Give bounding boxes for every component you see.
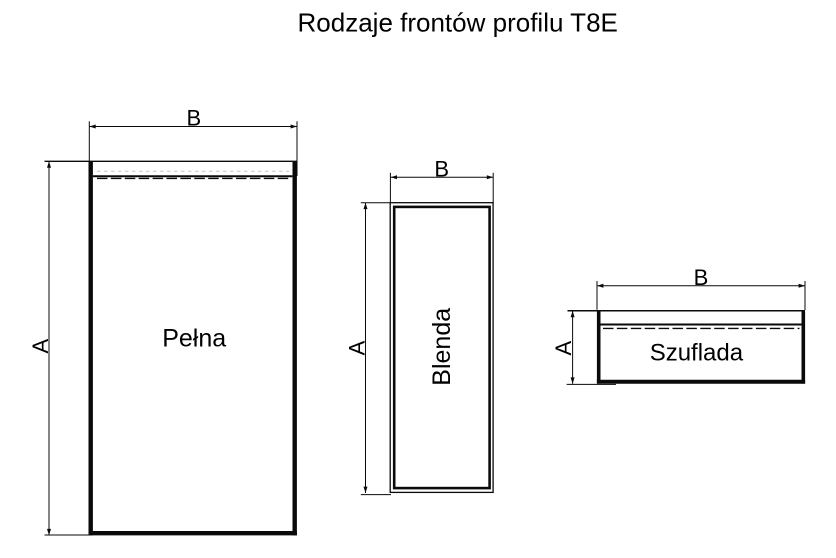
svg-text:A: A [28, 339, 53, 354]
svg-text:Blenda: Blenda [428, 308, 456, 386]
svg-text:A: A [551, 341, 576, 356]
svg-text:B: B [434, 156, 449, 181]
svg-text:B: B [694, 265, 709, 290]
svg-text:Rodzaje frontów profilu T8E: Rodzaje frontów profilu T8E [298, 8, 618, 38]
svg-text:B: B [187, 106, 202, 131]
svg-text:A: A [344, 340, 369, 355]
svg-text:Pełna: Pełna [162, 324, 226, 352]
svg-text:Szuflada: Szuflada [650, 340, 744, 367]
